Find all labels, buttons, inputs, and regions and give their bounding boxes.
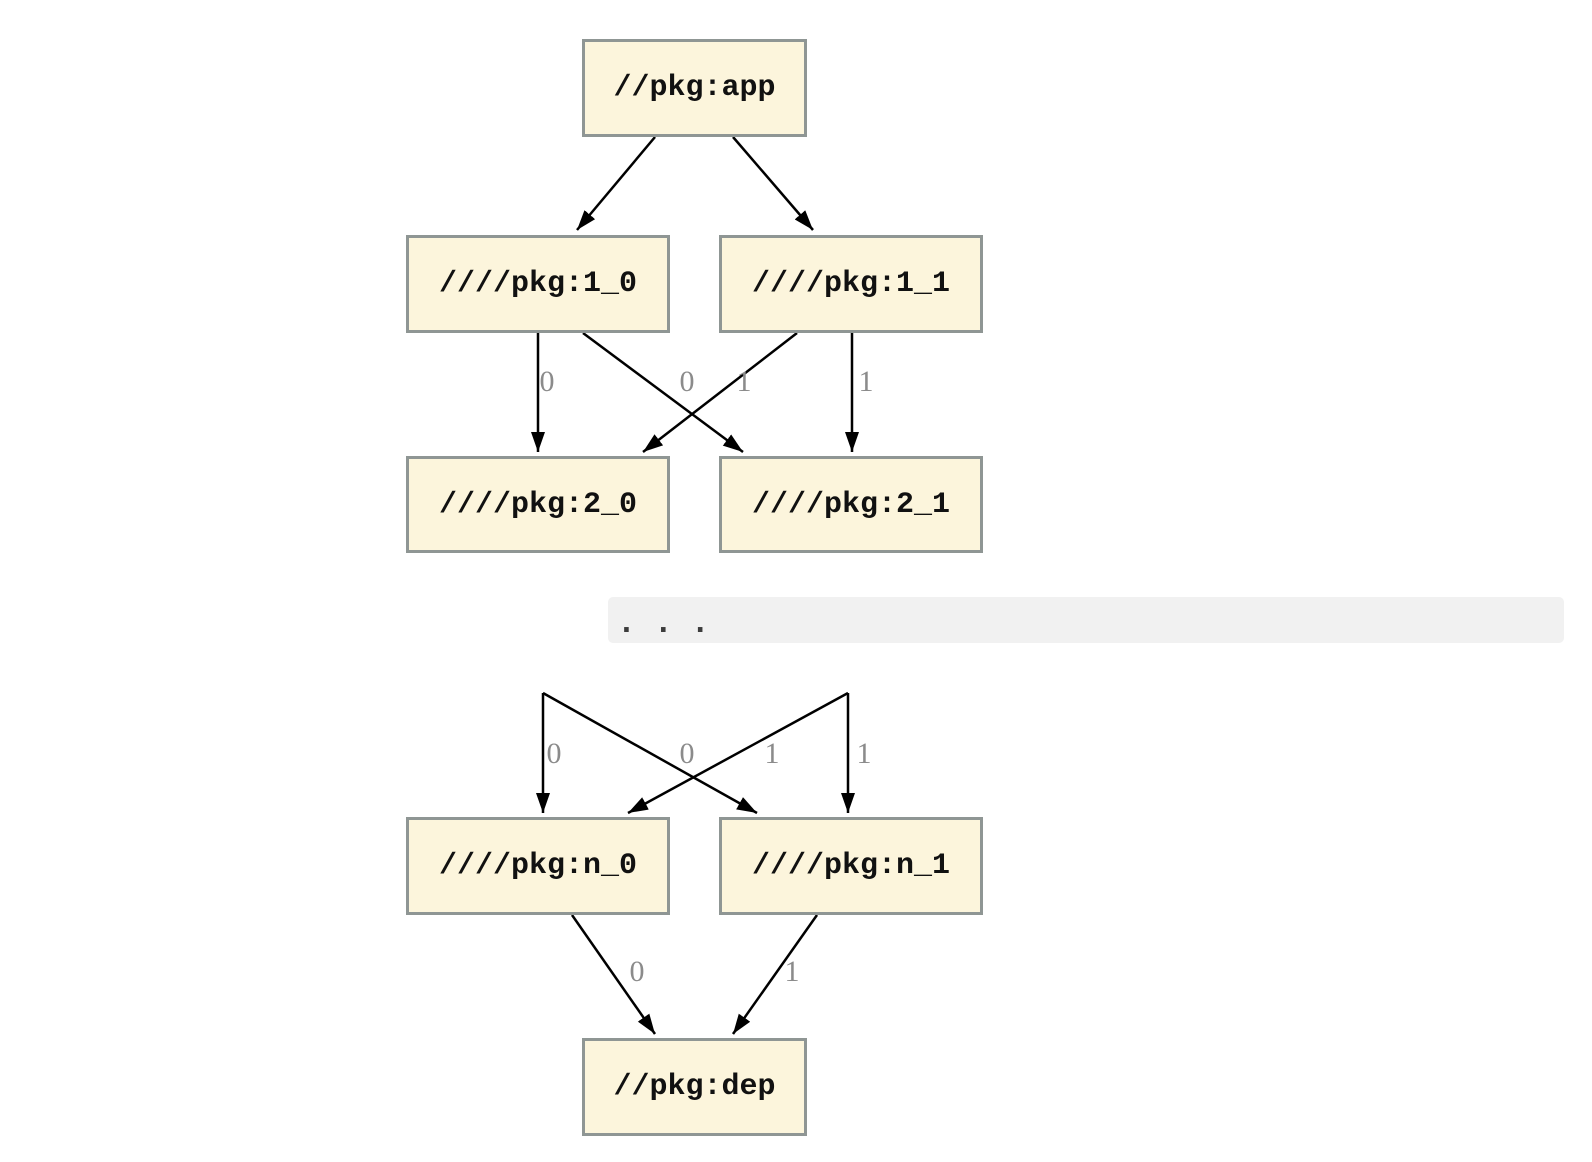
edge-label-prev-0-to-n-0: 0 (546, 737, 562, 770)
edge-label-prev-1-to-n-1: 1 (856, 737, 872, 770)
edge-label-prev-0-to-n-1: 1 (764, 737, 780, 770)
edge-label-1-0-to-2-0: 0 (539, 365, 555, 398)
node-pkg-1-1: ////pkg:1_1 (719, 235, 983, 333)
edge-n-1-to-dep (731, 914, 819, 1035)
node-pkg-1-1-label: ////pkg:1_1 (751, 267, 951, 301)
node-pkg-2-0: ////pkg:2_0 (406, 456, 670, 553)
node-pkg-n-0-label: ////pkg:n_0 (438, 849, 638, 883)
node-pkg-1-0-label: ////pkg:1_0 (438, 267, 638, 301)
edge-1-0-to-2-1 (582, 331, 744, 454)
ellipsis-band: ... (608, 597, 1564, 643)
node-pkg-n-1: ////pkg:n_1 (719, 817, 983, 915)
edge-label-1-1-to-2-0: 0 (679, 365, 695, 398)
node-pkg-n-1-label: ////pkg:n_1 (751, 849, 951, 883)
node-pkg-dep-label: //pkg:dep (613, 1070, 776, 1104)
edge-prev-1-to-n-0 (627, 691, 849, 815)
edge-label-n-0-to-dep: 0 (629, 955, 645, 988)
edge-label-prev-1-to-n-0: 0 (679, 737, 695, 770)
edge-label-n-1-to-dep: 1 (784, 955, 800, 988)
node-pkg-dep: //pkg:dep (582, 1038, 807, 1136)
edge-app-to-1-1 (732, 136, 814, 231)
edge-label-1-0-to-2-1: 1 (736, 365, 752, 398)
node-pkg-app: //pkg:app (582, 39, 807, 137)
node-pkg-n-0: ////pkg:n_0 (406, 817, 670, 915)
node-pkg-app-label: //pkg:app (613, 71, 776, 105)
edge-label-1-1-to-2-1: 1 (858, 365, 874, 398)
node-pkg-1-0: ////pkg:1_0 (406, 235, 670, 333)
node-pkg-2-0-label: ////pkg:2_0 (438, 487, 638, 522)
node-pkg-2-1: ////pkg:2_1 (719, 456, 983, 553)
edge-prev-0-to-n-1 (542, 691, 758, 815)
edge-1-1-to-2-0 (642, 332, 798, 453)
edge-app-to-1-0 (576, 136, 656, 231)
ellipsis-dots: ... (618, 606, 729, 639)
node-pkg-2-1-label: ////pkg:2_1 (751, 487, 951, 522)
